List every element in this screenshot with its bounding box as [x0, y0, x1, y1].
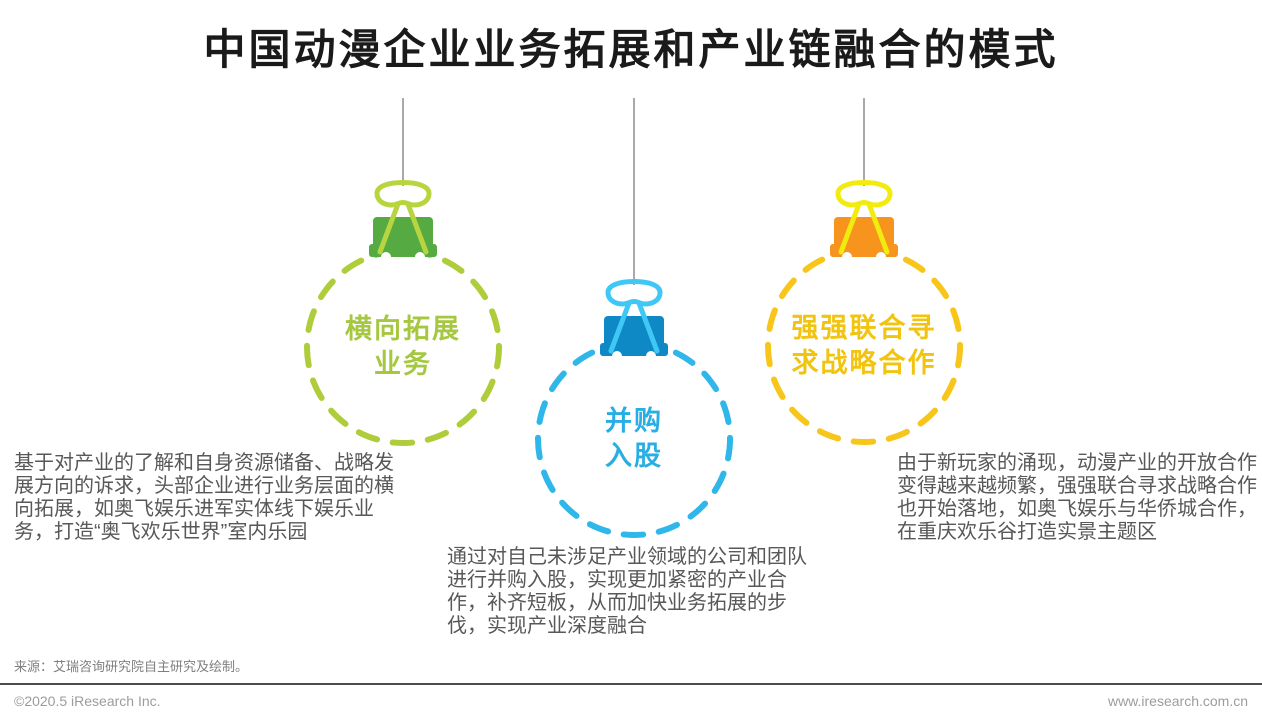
mode-label-green: 横向拓展 业务 — [303, 247, 503, 447]
binder-clip-icon-yellow — [830, 180, 898, 262]
hanging-string-yellow — [863, 98, 865, 186]
website-url: www.iresearch.com.cn — [1107, 693, 1248, 709]
dashed-circle-yellow — [765, 247, 963, 445]
dashed-circle-green — [304, 248, 502, 446]
hanging-string-green — [402, 98, 404, 186]
mode-description-green: 基于对产业的了解和自身资源储备、战略发展方向的诉求，头部企业进行业务层面的横向拓… — [14, 452, 394, 543]
source-note: 来源：艾瑞咨询研究院自主研究及绘制。 — [14, 659, 249, 674]
footer-divider — [0, 683, 1262, 685]
mode-label-line: 业务 — [374, 348, 432, 379]
copyright-text: ©2020.5 iResearch Inc. — [14, 693, 161, 709]
mode-description-yellow: 由于新玩家的涌现，动漫产业的开放合作变得越来越频繁，强强联合寻求战略合作也开始落… — [897, 452, 1257, 543]
dashed-circle-blue — [535, 340, 733, 538]
mode-label-line: 强强联合寻 — [791, 312, 937, 343]
mode-label-line: 入股 — [605, 440, 663, 471]
hanging-string-blue — [633, 98, 635, 285]
page-title: 中国动漫企业业务拓展和产业链融合的模式 — [203, 26, 1059, 73]
mode-description-blue: 通过对自己未涉足产业领域的公司和团队进行并购入股，实现更加紧密的产业合作，补齐短… — [447, 546, 807, 637]
mode-label-line: 横向拓展 — [345, 313, 461, 344]
mode-label-yellow: 强强联合寻 求战略合作 — [764, 246, 964, 446]
binder-clip-icon-green — [369, 180, 437, 262]
binder-clip-icon-blue — [600, 279, 668, 361]
mode-label-blue: 并购 入股 — [534, 339, 734, 539]
mode-label-line: 并购 — [605, 405, 663, 436]
mode-label-line: 求战略合作 — [791, 347, 937, 378]
